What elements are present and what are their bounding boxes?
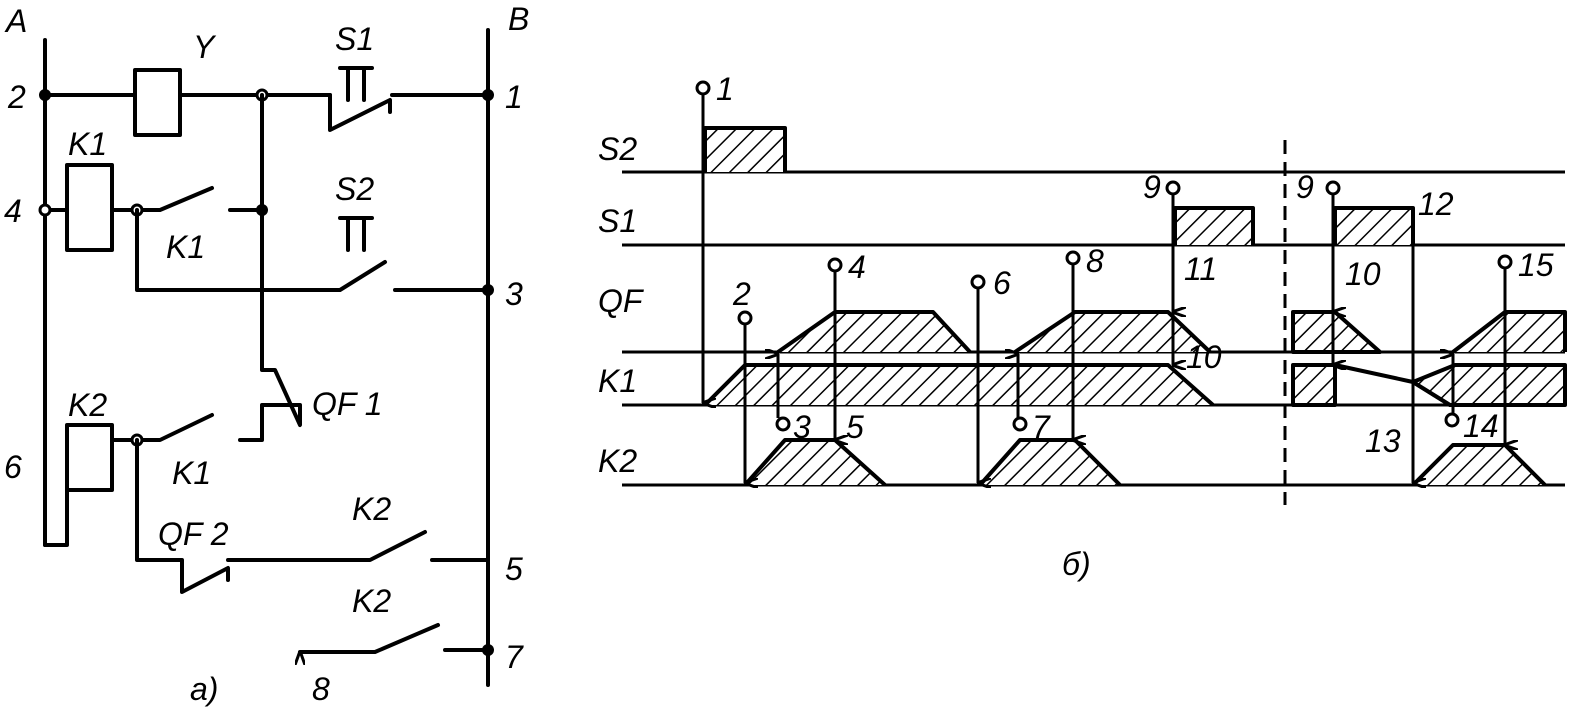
coil-y-label: Y [193, 29, 217, 65]
event-marker [775, 416, 791, 432]
event-marker [1012, 416, 1028, 432]
pulse-qf [776, 310, 972, 354]
pulse-k2 [978, 438, 1122, 487]
node-1 [482, 89, 494, 101]
event-marker [1444, 412, 1460, 428]
event-marker [1065, 250, 1081, 266]
event-marker [1325, 180, 1341, 196]
node-label-7: 7 [505, 639, 524, 675]
circuit-schematic: A B 2 1 4 3 6 5 7 8 Y K1 K2 S1 S2 K1 K1 … [4, 1, 529, 707]
pulse-s2 [703, 126, 787, 172]
event-label-7: 7 [1032, 409, 1051, 445]
pulse-k2 [1411, 443, 1547, 487]
contact-s1-label: S1 [335, 21, 374, 57]
event-label-14: 14 [1463, 408, 1499, 444]
row-label-k2: K2 [598, 443, 637, 479]
contact-k1-label: K1 [172, 455, 211, 491]
timing-diagram: S2 S1 QF K1 K2 1 2 3 4 5 6 7 8 9 10 11 9… [598, 71, 1567, 582]
event-label-9b: 9 [1296, 169, 1314, 205]
coil-k2 [65, 423, 114, 492]
event-marker [737, 310, 753, 326]
node-4 [38, 203, 52, 217]
coil-y [133, 68, 182, 137]
row-label-k1: K1 [598, 363, 637, 399]
caption-b: б) [1062, 546, 1091, 582]
event-marker [970, 274, 986, 290]
row-label-s1: S1 [598, 203, 637, 239]
event-label-10: 10 [1186, 339, 1222, 375]
node-label-6: 6 [4, 449, 22, 485]
contact-k1-no [110, 413, 214, 442]
node-7 [482, 644, 494, 656]
pulse-qf [1013, 310, 1212, 354]
node-label-3: 3 [505, 276, 523, 312]
event-label-6: 6 [993, 265, 1011, 301]
node-3 [482, 284, 494, 296]
event-label-13: 13 [1365, 423, 1401, 459]
contact-qf1-label: QF 1 [312, 386, 383, 422]
pulse-k1 [703, 363, 1215, 407]
pulse-qf [1291, 310, 1382, 354]
event-label-10b: 10 [1345, 256, 1381, 292]
bus-a-label: A [4, 3, 27, 39]
node-label-5: 5 [505, 551, 523, 587]
event-marker [1165, 180, 1181, 196]
event-label-4: 4 [848, 249, 866, 285]
contact-s2-no [135, 208, 490, 292]
pulse-k2 [743, 438, 887, 487]
contact-qf2-k2 [135, 438, 490, 594]
event-label-12: 12 [1418, 186, 1454, 222]
pulse-s1 [1333, 206, 1415, 245]
contact-k1-label: K1 [166, 229, 205, 265]
contact-s2-label: S2 [335, 171, 374, 207]
event-label-15: 15 [1518, 247, 1554, 283]
event-label-2: 2 [732, 276, 751, 312]
event-arrows [701, 95, 1505, 483]
wire [43, 186, 264, 212]
node-label-1: 1 [505, 79, 523, 115]
contact-qf1-nc [238, 93, 302, 442]
row-label-qf: QF [598, 283, 645, 319]
caption-a: а) [190, 671, 218, 707]
coil-k1 [65, 163, 114, 252]
pulse-k1 [1411, 363, 1567, 407]
contact-k2-label: K2 [352, 583, 391, 619]
node-label-2: 2 [7, 79, 26, 115]
event-marker [695, 80, 711, 96]
node-label-4: 4 [4, 193, 22, 229]
contact-k2-label: K2 [352, 491, 391, 527]
bus-b-label: B [508, 1, 529, 37]
contact-s1-nc [328, 66, 400, 132]
event-label-5: 5 [846, 409, 864, 445]
event-label-8: 8 [1086, 243, 1104, 279]
pulse-s1 [1173, 206, 1255, 245]
contact-qf2-label: QF 2 [158, 516, 229, 552]
event-markers [695, 80, 1513, 432]
event-label-3: 3 [793, 409, 811, 445]
pulse-qf [1451, 310, 1567, 354]
coil-k2-label: K2 [68, 387, 107, 423]
coil-k1-label: K1 [68, 126, 107, 162]
event-label-11: 11 [1184, 251, 1217, 287]
row-label-s2: S2 [598, 131, 637, 167]
pulse-k1 [1291, 363, 1337, 407]
event-label-9: 9 [1143, 169, 1161, 205]
node-2 [39, 89, 51, 101]
node-label-8: 8 [312, 671, 330, 707]
event-marker [1497, 254, 1513, 270]
wire [43, 488, 69, 547]
contact-k2-output [300, 623, 490, 652]
event-label-1: 1 [716, 71, 734, 107]
event-marker [827, 257, 843, 273]
